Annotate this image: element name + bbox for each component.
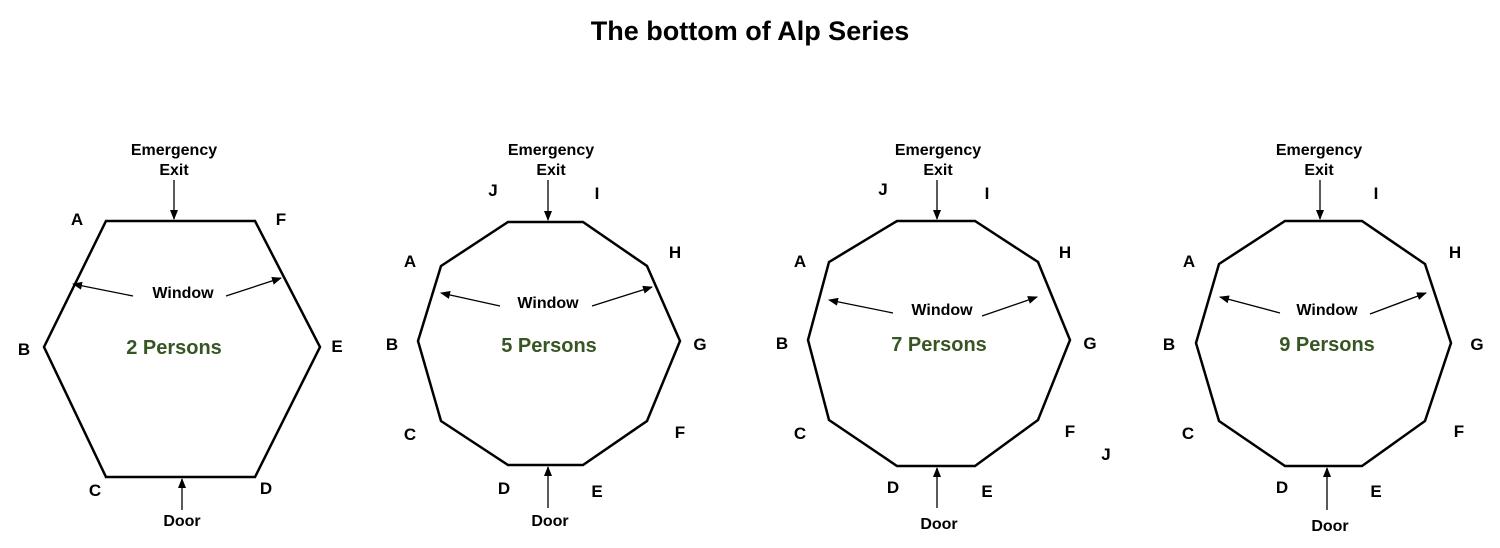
- vertex-label: B: [386, 335, 398, 354]
- vertex-label: D: [887, 478, 899, 497]
- emergency-exit-label-line1: Emergency: [508, 142, 594, 159]
- diagram-7-persons: Emergency Exit Window 7 Persons Door J I…: [776, 142, 1111, 533]
- window-label: Window: [152, 285, 214, 302]
- diagram-2-persons: Emergency Exit Window 2 Persons Door A F…: [18, 142, 343, 530]
- window-label: Window: [517, 295, 579, 312]
- door-label: Door: [163, 513, 200, 530]
- page-title: The bottom of Alp Series: [590, 16, 910, 46]
- vertex-label: J: [878, 180, 887, 199]
- capacity-label: 9 Persons: [1279, 334, 1375, 356]
- vertex-label: C: [1182, 424, 1194, 443]
- vertex-label: G: [1083, 334, 1096, 353]
- vertex-label: H: [1449, 243, 1461, 262]
- emergency-exit-label-line2: Exit: [923, 162, 953, 179]
- decagon-outline: [416, 220, 682, 467]
- window-arrow-left: [72, 281, 134, 297]
- capacity-label: 2 Persons: [126, 337, 222, 359]
- vertex-label: J: [488, 181, 497, 200]
- vertex-label: D: [260, 479, 272, 498]
- vertex-label: B: [1163, 335, 1175, 354]
- diagram-5-persons: Emergency Exit Window 5 Persons Door J I…: [386, 142, 707, 530]
- vertex-label: D: [498, 479, 510, 498]
- window-arrow-left: [440, 291, 501, 307]
- emergency-exit-label-line1: Emergency: [1276, 142, 1362, 159]
- vertex-label: A: [1183, 252, 1195, 271]
- vertex-label: A: [794, 252, 806, 271]
- vertex-label: E: [331, 337, 342, 356]
- vertex-label: E: [981, 482, 992, 501]
- window-arrow-right: [1369, 292, 1427, 315]
- diagram-9-persons: Emergency Exit Window 9 Persons Door I A…: [1163, 142, 1484, 535]
- emergency-exit-label-line2: Exit: [536, 162, 566, 179]
- decagon-outline: [806, 219, 1072, 468]
- window-arrow-right: [225, 276, 282, 297]
- vertex-label: H: [669, 243, 681, 262]
- vertex-label: D: [1276, 478, 1288, 497]
- vertex-label: A: [404, 252, 416, 271]
- emergency-exit-label-line2: Exit: [159, 162, 189, 179]
- hexagon-outline: [42, 219, 322, 479]
- vertex-label: F: [1065, 422, 1075, 441]
- vertex-label: C: [89, 481, 101, 500]
- vertex-label: A: [71, 210, 83, 229]
- vertex-label: I: [1374, 184, 1379, 203]
- capacity-label: 5 Persons: [501, 335, 597, 357]
- window-label: Window: [911, 302, 973, 319]
- capacity-label: 7 Persons: [891, 334, 987, 356]
- vertex-label: C: [404, 425, 416, 444]
- vertex-label: E: [1370, 482, 1381, 501]
- vertex-label: C: [794, 424, 806, 443]
- vertex-label: F: [276, 210, 286, 229]
- window-label: Window: [1296, 302, 1358, 319]
- door-label: Door: [920, 516, 957, 533]
- vertex-label: H: [1059, 243, 1071, 262]
- window-arrow-right: [981, 296, 1038, 317]
- emergency-exit-label-line2: Exit: [1304, 162, 1334, 179]
- door-label: Door: [531, 513, 568, 530]
- door-label: Door: [1311, 518, 1348, 535]
- vertex-label: B: [18, 340, 30, 359]
- vertex-label: B: [776, 334, 788, 353]
- vertex-label: J: [1101, 445, 1110, 464]
- window-arrow-right: [591, 285, 653, 307]
- vertex-label: E: [591, 482, 602, 501]
- decagon-outline: [1194, 219, 1453, 468]
- vertex-label: I: [595, 184, 600, 203]
- emergency-exit-label-line1: Emergency: [895, 142, 981, 159]
- vertex-label: F: [675, 423, 685, 442]
- vertex-label: G: [693, 335, 706, 354]
- window-arrow-left: [828, 297, 894, 314]
- vertex-label: G: [1470, 335, 1483, 354]
- vertex-label: I: [985, 184, 990, 203]
- vertex-label: F: [1454, 422, 1464, 441]
- emergency-exit-label-line1: Emergency: [131, 142, 217, 159]
- window-arrow-left: [1219, 295, 1281, 314]
